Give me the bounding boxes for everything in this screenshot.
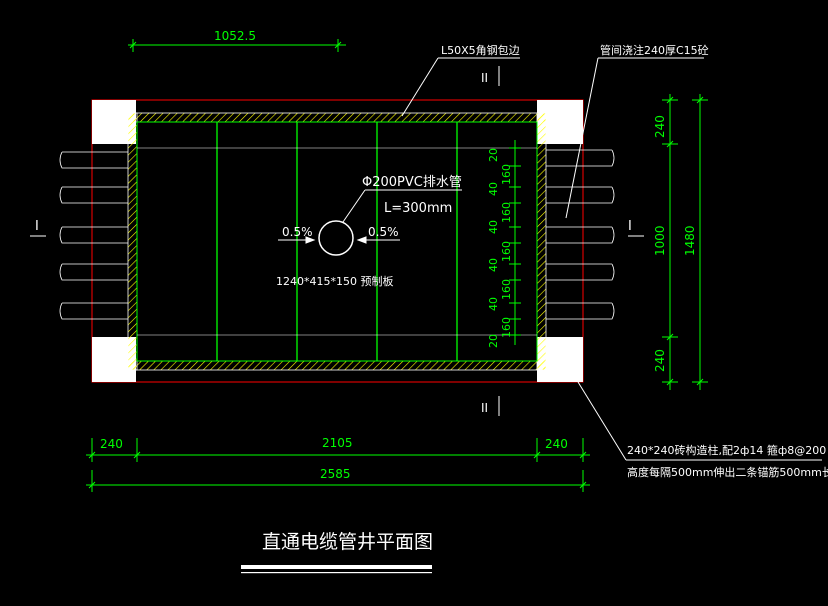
pipe-spacing-label: 160 xyxy=(500,202,513,223)
pipe-spacing-label: 160 xyxy=(500,317,513,338)
annotation-leaders-top xyxy=(401,57,704,219)
section-mark-left: I xyxy=(35,219,39,234)
dim-bottom-left-label: 240 xyxy=(100,437,123,451)
dim-bottom xyxy=(86,438,590,492)
pipe-spacing-labels: 20 160 40 160 40 160 40 160 40 160 20 xyxy=(487,148,513,348)
slope-arrows xyxy=(278,236,400,244)
pipe-spacing-label: 20 xyxy=(487,334,500,348)
dim-top-label: 1052.5 xyxy=(214,29,256,43)
slab-label: 1240*415*150 预制板 xyxy=(276,274,393,288)
pipe-spacing-label: 40 xyxy=(487,297,500,311)
drawing-title: 直通电缆管井平面图 xyxy=(262,531,433,553)
column-label-line2: 高度每隔500mm伸出二条锚筋500mm长。 xyxy=(627,465,828,479)
drain-pipe-circle xyxy=(318,220,354,256)
section-mark-bottom: II xyxy=(481,401,488,415)
section-mark-top: II xyxy=(481,71,488,85)
drain-length-label: L=300mm xyxy=(384,201,452,216)
column-leader xyxy=(577,381,822,461)
well-interior xyxy=(136,121,538,362)
drain-pipe-label: Φ200PVC排水管 xyxy=(362,175,462,190)
slope-left-label: 0.5% xyxy=(282,225,313,239)
dim-right-bot-label: 240 xyxy=(653,349,667,372)
pipe-fill-label: 管间浇注240厚C15砼 xyxy=(600,43,709,57)
section-mark-right: I xyxy=(628,219,632,234)
cable-pipes-left xyxy=(59,151,128,320)
hatched-walls xyxy=(127,112,547,371)
column-label-line1: 240*240砖构造柱,配2ф14 箍ф8@200 xyxy=(627,443,826,457)
dim-top xyxy=(128,39,346,52)
pipe-spacing-label: 160 xyxy=(500,279,513,300)
pipe-spacing-label: 40 xyxy=(487,220,500,234)
pipe-spacing-label: 160 xyxy=(500,164,513,185)
section-mark-lines xyxy=(30,66,644,416)
outer-outline xyxy=(91,99,584,383)
dim-bottom-right-label: 240 xyxy=(545,437,568,451)
dim-right xyxy=(662,94,708,390)
dim-bottom-mid-label: 2105 xyxy=(322,436,353,450)
dim-right-mid-label: 1000 xyxy=(653,225,667,256)
angle-steel-label: L50X5角钢包边 xyxy=(441,44,520,57)
dim-right-total-label: 1480 xyxy=(683,225,697,256)
pipe-spacing-label: 40 xyxy=(487,258,500,272)
drain-leader xyxy=(342,189,462,223)
dim-pipe-spacing xyxy=(509,140,521,345)
cable-pipes-right xyxy=(546,149,615,320)
slope-right-label: 0.5% xyxy=(368,225,399,239)
pipe-spacing-label: 20 xyxy=(487,148,500,162)
dim-bottom-total-label: 2585 xyxy=(320,467,351,481)
pipe-spacing-label: 160 xyxy=(500,241,513,262)
pipe-level-lines xyxy=(137,147,537,336)
title-underline xyxy=(241,565,432,574)
dim-right-top-label: 240 xyxy=(653,115,667,138)
pipe-spacing-label: 40 xyxy=(487,182,500,196)
precast-slab-joints xyxy=(216,122,458,361)
